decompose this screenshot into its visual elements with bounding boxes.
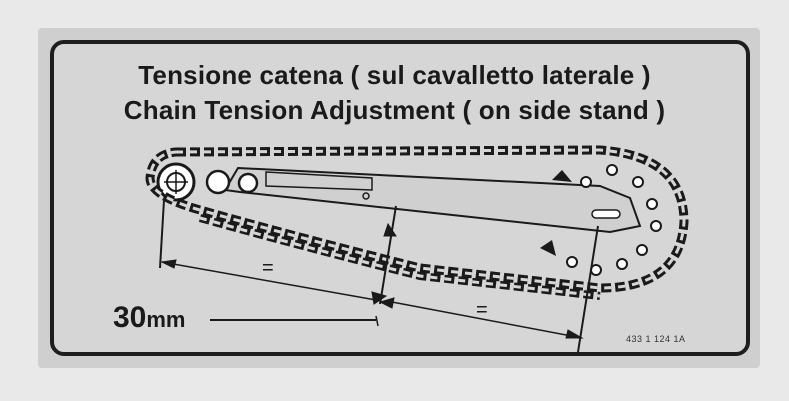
- chain-icon: [145, 145, 689, 300]
- title-english: Chain Tension Adjustment ( on side stand…: [123, 95, 666, 125]
- equal-sign-right: =: [476, 299, 488, 321]
- equal-sign-left: =: [262, 257, 274, 279]
- measurement-label: 30mm: [113, 301, 186, 335]
- measurement-value: 30: [113, 301, 147, 334]
- measurement-unit: mm: [146, 307, 186, 332]
- front-sprocket-icon: [156, 162, 259, 202]
- dimension-lines: [159, 199, 599, 353]
- part-number: 433 1 124 1A: [626, 334, 686, 344]
- rear-sprocket-icon: [540, 164, 662, 276]
- swingarm-icon: [223, 166, 642, 234]
- title-italian: Tensione catena ( sul cavalletto lateral…: [138, 60, 651, 90]
